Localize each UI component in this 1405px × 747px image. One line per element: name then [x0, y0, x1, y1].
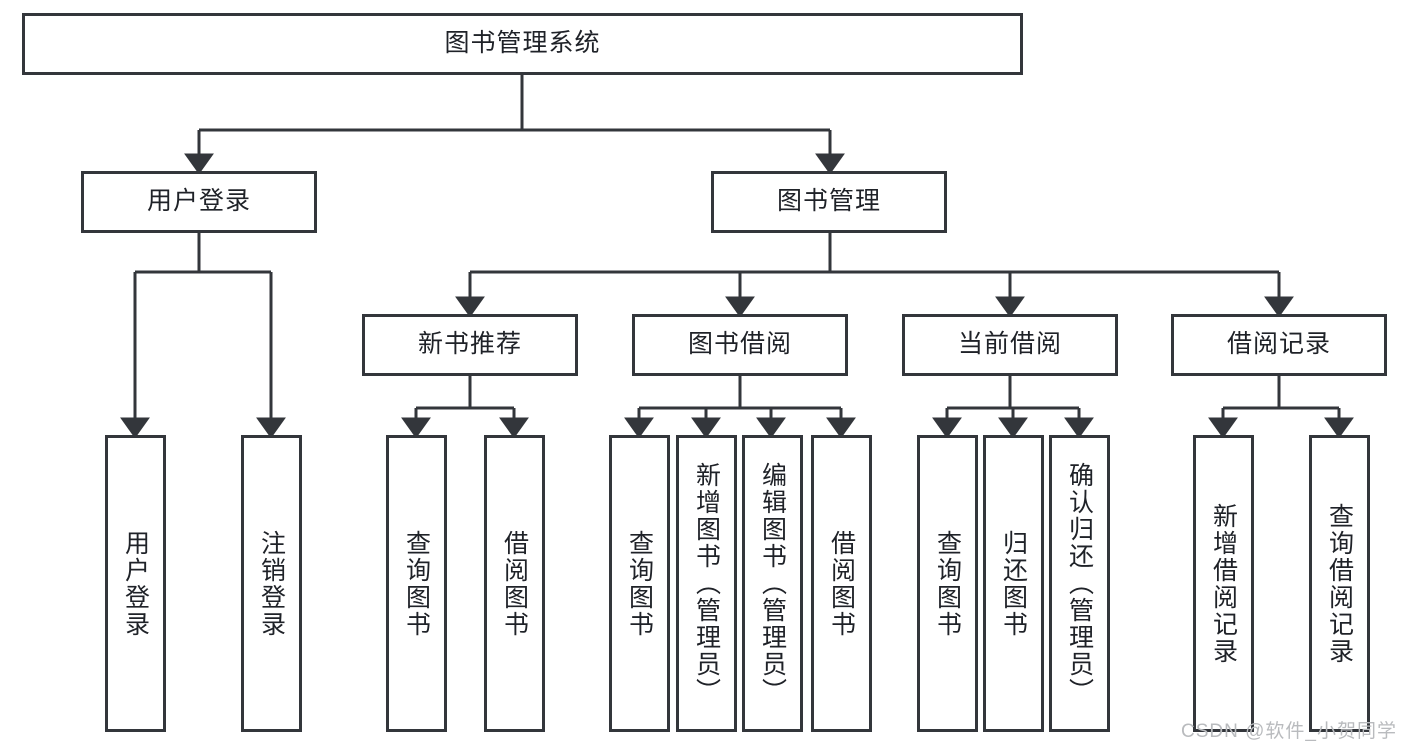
node-leaf-add-record[interactable]: 新增借阅记录 [1193, 435, 1254, 732]
node-leaf-add-book[interactable]: 新增图书（管理员） [676, 435, 737, 732]
node-book-manage-label: 图书管理 [776, 187, 881, 216]
node-leaf-user-logout-label: 注销登录 [257, 529, 286, 638]
node-root-label: 图书管理系统 [444, 29, 601, 58]
node-leaf-confirm-return-label: 确认归还（管理员） [1065, 462, 1094, 705]
node-book-manage[interactable]: 图书管理 [711, 171, 947, 233]
node-current-borrow-label: 当前借阅 [957, 330, 1062, 359]
node-leaf-return-book[interactable]: 归还图书 [983, 435, 1044, 732]
node-new-book-recommend-label: 新书推荐 [417, 330, 522, 359]
node-new-book-recommend[interactable]: 新书推荐 [362, 314, 578, 376]
watermark: CSDN @软件_小贺同学 [1181, 721, 1397, 742]
node-user-login[interactable]: 用户登录 [81, 171, 317, 233]
node-leaf-query-record-label: 查询借阅记录 [1325, 502, 1354, 665]
node-leaf-query-book-2-label: 查询图书 [625, 529, 654, 638]
node-leaf-user-login-label: 用户登录 [121, 529, 150, 638]
node-leaf-query-book-2[interactable]: 查询图书 [609, 435, 670, 732]
node-leaf-query-book-3[interactable]: 查询图书 [917, 435, 978, 732]
node-leaf-borrow-book-2-label: 借阅图书 [827, 529, 856, 638]
node-user-login-label: 用户登录 [146, 187, 251, 216]
node-book-borrow[interactable]: 图书借阅 [632, 314, 848, 376]
node-leaf-edit-book[interactable]: 编辑图书（管理员） [742, 435, 803, 732]
node-leaf-borrow-book-1-label: 借阅图书 [500, 529, 529, 638]
node-current-borrow[interactable]: 当前借阅 [902, 314, 1118, 376]
node-leaf-return-book-label: 归还图书 [999, 529, 1028, 638]
node-leaf-query-book-3-label: 查询图书 [933, 529, 962, 638]
node-leaf-confirm-return[interactable]: 确认归还（管理员） [1049, 435, 1110, 732]
node-leaf-borrow-book-1[interactable]: 借阅图书 [484, 435, 545, 732]
node-borrow-record[interactable]: 借阅记录 [1171, 314, 1387, 376]
node-leaf-add-record-label: 新增借阅记录 [1209, 502, 1238, 665]
node-leaf-add-book-label: 新增图书（管理员） [692, 462, 721, 705]
node-leaf-user-login[interactable]: 用户登录 [105, 435, 166, 732]
node-borrow-record-label: 借阅记录 [1226, 330, 1331, 359]
node-leaf-query-record[interactable]: 查询借阅记录 [1309, 435, 1370, 732]
node-leaf-query-book-1-label: 查询图书 [402, 529, 431, 638]
node-leaf-edit-book-label: 编辑图书（管理员） [758, 462, 787, 705]
node-leaf-borrow-book-2[interactable]: 借阅图书 [811, 435, 872, 732]
node-book-borrow-label: 图书借阅 [687, 330, 792, 359]
node-leaf-query-book-1[interactable]: 查询图书 [386, 435, 447, 732]
node-leaf-user-logout[interactable]: 注销登录 [241, 435, 302, 732]
node-root[interactable]: 图书管理系统 [22, 13, 1023, 75]
